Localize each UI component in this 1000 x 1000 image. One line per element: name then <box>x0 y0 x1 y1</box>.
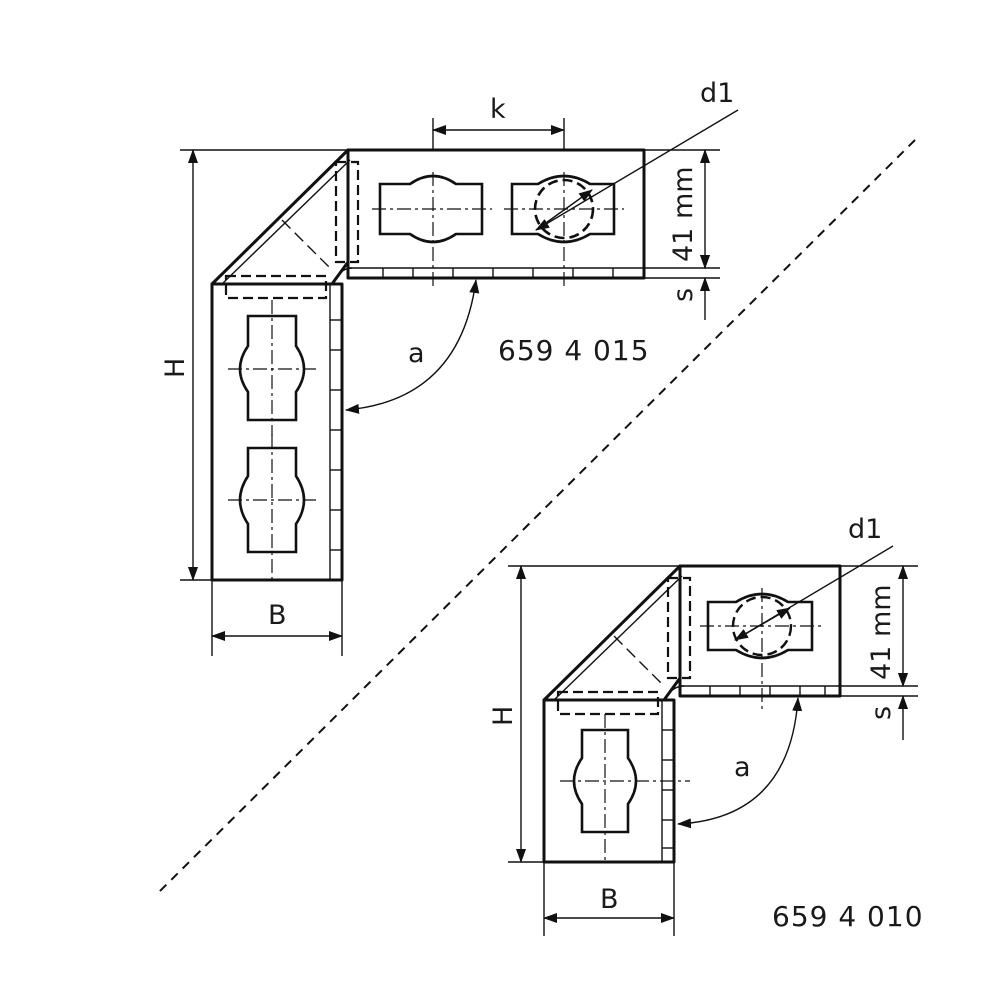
dimension-H: H <box>160 149 348 581</box>
bracket-659-4-015: k d1 41 mm s a <box>160 78 739 656</box>
angle-a: a <box>345 279 480 414</box>
label-s-bottom: s <box>866 706 897 720</box>
dimension-s-bottom: s <box>866 673 908 740</box>
label-a: a <box>408 338 425 369</box>
dimension-H-bottom: H <box>488 565 680 863</box>
top-diagonal-web <box>210 148 350 286</box>
bottom-vertical-slot <box>560 714 690 862</box>
top-horizontal-flange-ticks <box>382 268 614 278</box>
label-B-bottom: B <box>600 884 619 915</box>
dimension-d1: d1 <box>535 78 739 231</box>
dimension-41mm-bottom: 41 mm <box>840 565 918 697</box>
label-k: k <box>490 94 506 125</box>
label-s: s <box>668 288 699 302</box>
dimension-B-bottom: B <box>543 862 675 936</box>
angle-a-bottom: a <box>677 697 803 829</box>
dimension-B: B <box>211 580 343 656</box>
label-41mm-bottom: 41 mm <box>866 584 897 680</box>
part-code-659-4-015: 659 4 015 <box>498 334 650 367</box>
label-H-bottom: H <box>488 706 519 726</box>
top-vertical-slot-lower <box>228 434 316 580</box>
dimension-k: k <box>432 94 565 150</box>
bottom-vertical-flange-ticks <box>662 729 674 849</box>
label-H: H <box>160 358 191 378</box>
label-a-bottom: a <box>734 752 751 783</box>
label-41mm: 41 mm <box>668 166 699 262</box>
bottom-diagonal-web <box>542 564 682 702</box>
diagonal-divider <box>157 139 916 894</box>
dimension-s: s <box>668 255 710 320</box>
bracket-659-4-010: d1 41 mm s a H <box>488 514 924 936</box>
top-slot-left <box>372 172 492 290</box>
top-vertical-slot-upper <box>228 300 316 436</box>
dimension-41mm: 41 mm <box>644 149 720 279</box>
label-d1: d1 <box>700 78 734 109</box>
part-code-659-4-010: 659 4 010 <box>772 900 924 933</box>
bottom-horizontal-flange-ticks <box>709 686 826 696</box>
top-vertical-flange-ticks <box>330 319 342 551</box>
label-B: B <box>268 600 287 631</box>
label-d1-bottom: d1 <box>848 514 882 545</box>
dimension-d1-bottom: d1 <box>734 514 894 641</box>
